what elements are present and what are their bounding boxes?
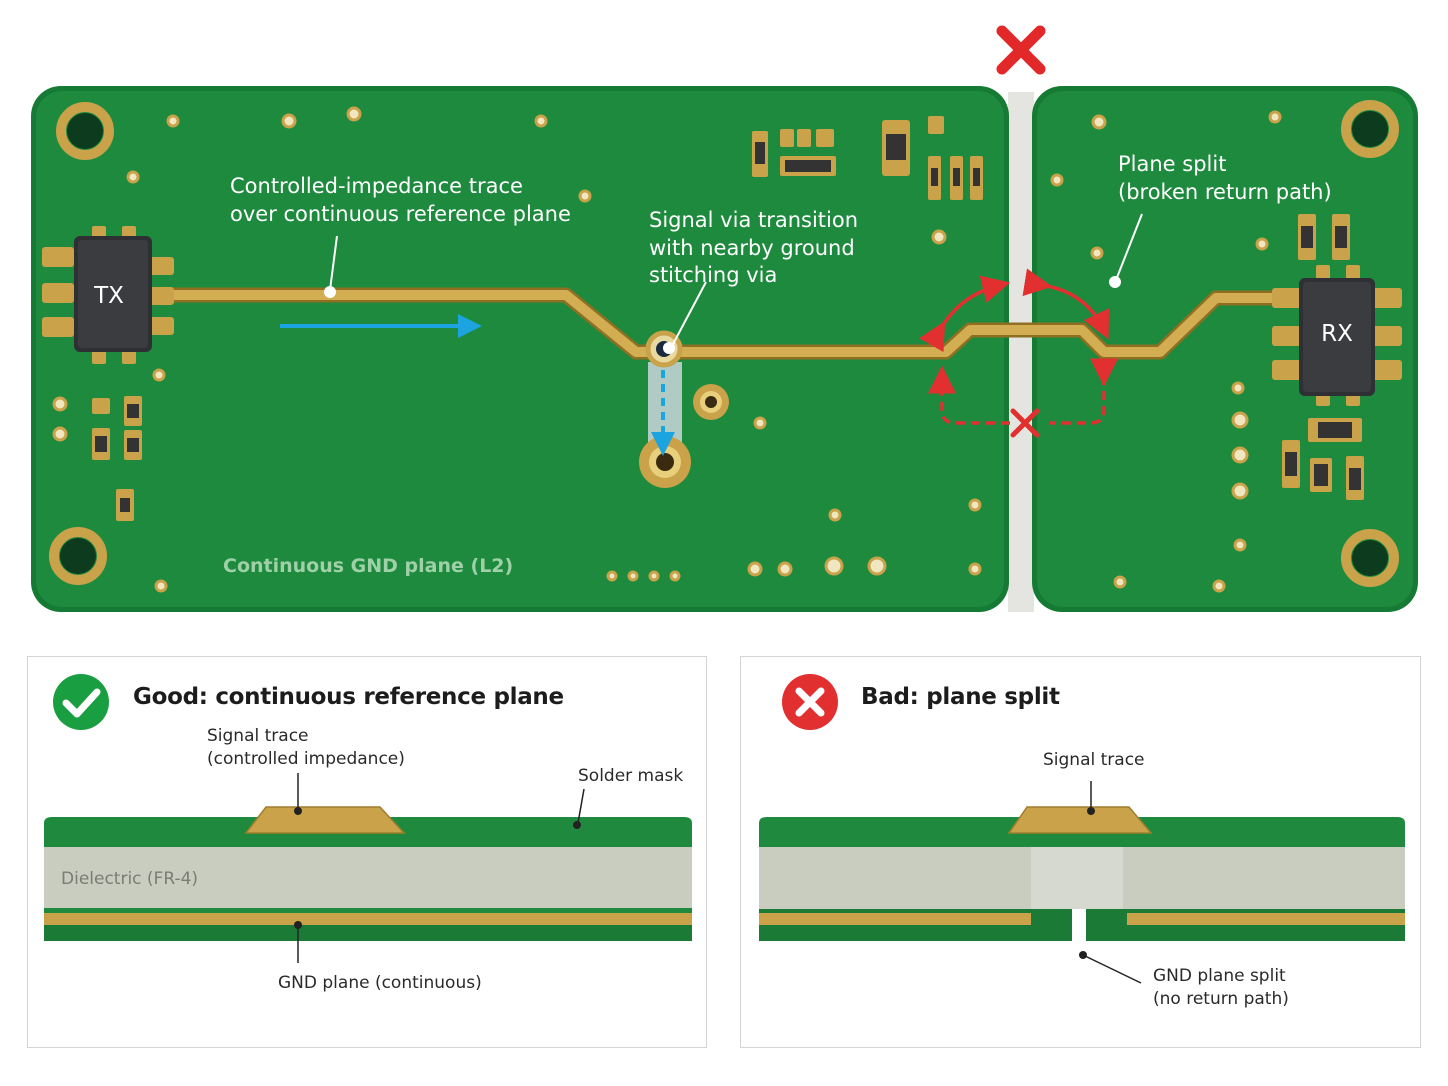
- bad-signal-trace-label: Signal trace: [1043, 750, 1145, 770]
- bad-cross-section: [759, 674, 1405, 984]
- broken-return-path: [919, 268, 1118, 425]
- bad-signal-trace-shape: [1007, 806, 1153, 834]
- gnd-plane-shape: [44, 913, 692, 925]
- return-path-x-icon: [1010, 408, 1040, 438]
- bad-example-panel: Bad: plane split Signal trace GND plane …: [740, 656, 1421, 1048]
- signal-trace-shape: [244, 806, 406, 834]
- rx-label: RX: [1321, 321, 1353, 347]
- gnd-plane-label: Continuous GND plane (L2): [223, 555, 513, 577]
- tx-label: TX: [93, 283, 124, 309]
- good-signal-trace-label: Signal trace (controlled impedance): [207, 726, 405, 769]
- pcb-board-illustration: TX RX: [31, 25, 1418, 612]
- gnd-plane-left-shape: [759, 913, 1031, 925]
- split-annotation: Plane split (broken return path): [1118, 152, 1332, 204]
- tx-chip: [42, 226, 174, 364]
- passive-components: [92, 116, 983, 521]
- good-panel-title: Good: continuous reference plane: [133, 684, 564, 710]
- good-gnd-label: GND plane (continuous): [278, 973, 482, 993]
- good-cross-section: [44, 674, 692, 963]
- good-example-panel: Good: continuous reference plane Signal …: [27, 656, 707, 1048]
- plane-split-gap-shape: [1072, 909, 1086, 941]
- solder-mask-label: Solder mask: [578, 766, 684, 786]
- trace-annotation: Controlled-impedance trace over continuo…: [230, 174, 571, 226]
- bad-panel-title: Bad: plane split: [861, 684, 1060, 710]
- plane-split-gap: [1008, 92, 1034, 612]
- bad-gnd-label: GND plane split (no return path): [1153, 966, 1289, 1009]
- dielectric-label: Dielectric (FR-4): [61, 869, 199, 889]
- rx-chip: [1272, 265, 1402, 406]
- stitching-vias: [52, 106, 1282, 593]
- passive-components-right: [1282, 214, 1364, 500]
- gnd-plane-right-shape: [1127, 913, 1405, 925]
- mounting-holes: [49, 100, 1399, 587]
- via-annotation: Signal via transition with nearby ground…: [649, 208, 865, 287]
- check-icon: [53, 674, 109, 730]
- split-error-x-icon: [996, 25, 1046, 75]
